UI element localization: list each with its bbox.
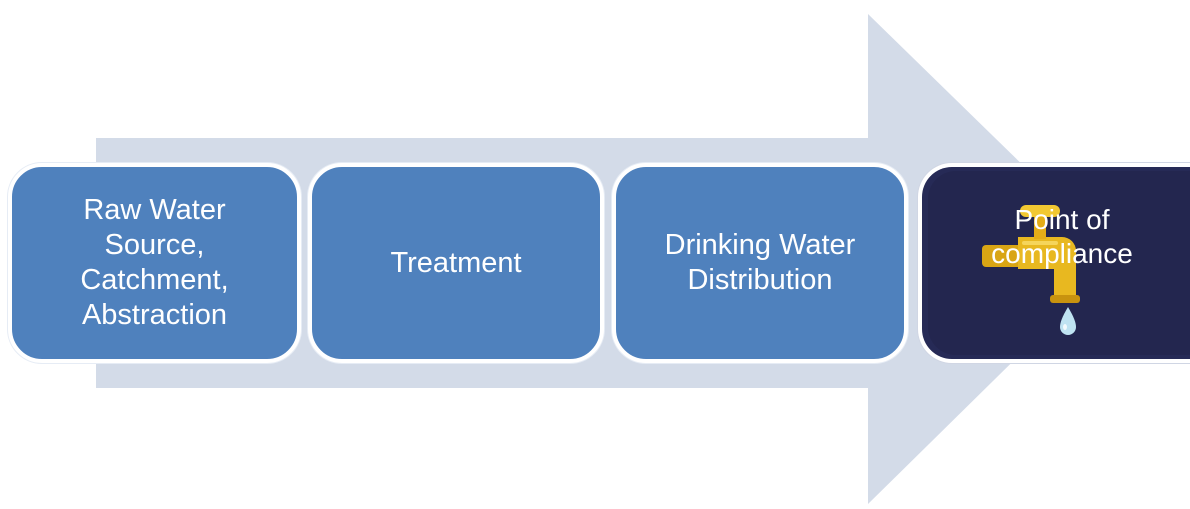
stage-label: Treatment	[390, 246, 522, 279]
stage-point-of-compliance: Point of compliance	[918, 163, 1190, 363]
stage-label: Raw Water Source, Catchment, Abstraction	[80, 194, 229, 331]
stage-treatment: Treatment	[308, 163, 604, 363]
stage-drinking-water-distribution: Drinking Water Distribution	[612, 163, 908, 363]
stage-label: Point of compliance	[991, 204, 1133, 269]
stage-label: Drinking Water Distribution	[664, 229, 856, 296]
water-tap-icon	[982, 205, 1080, 335]
stage-raw-water-source: Raw Water Source, Catchment, Abstraction	[8, 163, 301, 363]
